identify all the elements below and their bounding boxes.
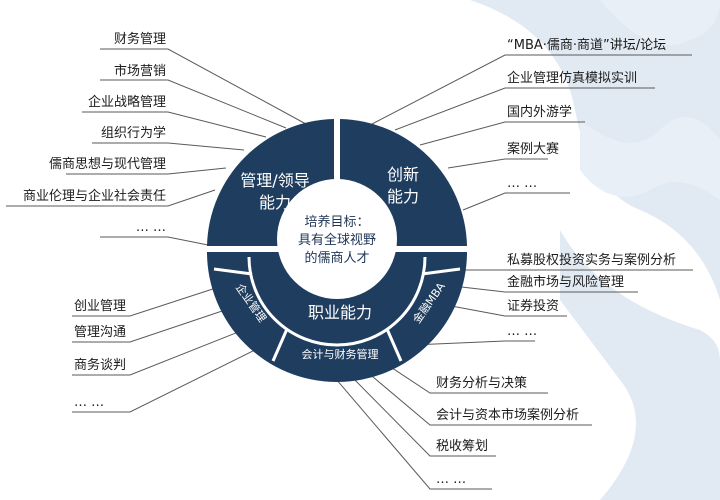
management-item: 企业战略管理 xyxy=(88,94,166,110)
finance-item: 私募股权投资实务与案例分析 xyxy=(507,252,676,268)
management-item: 财务管理 xyxy=(114,31,166,47)
segment-professional-label: 职业能力 xyxy=(308,303,372,322)
finance-item: 金融市场与风险管理 xyxy=(507,274,624,290)
enterprise-item: 创业管理 xyxy=(74,299,126,314)
management-item: 儒商思想与现代管理 xyxy=(49,156,166,172)
accounting-item: 税收筹划 xyxy=(436,438,488,454)
management-item: 组织行为学 xyxy=(101,125,166,141)
innovation-item: “MBA·儒商·商道”讲坛/论坛 xyxy=(507,38,666,53)
innovation-item: 企业管理仿真模拟实训 xyxy=(507,70,637,86)
management-item: … … xyxy=(136,220,166,235)
segment-professional xyxy=(207,252,467,382)
enterprise-item: … … xyxy=(74,395,104,410)
accounting-item: … … xyxy=(436,472,466,487)
center-goal-line3: 的儒商人才 xyxy=(304,250,369,266)
segment-accounting-label: 会计与财务管理 xyxy=(302,347,379,361)
finance-item: … … xyxy=(507,324,537,339)
accounting-item: 会计与资本市场案例分析 xyxy=(436,407,579,423)
management-item: 市场营销 xyxy=(114,63,166,79)
center-goal-circle xyxy=(277,179,397,299)
segment-management-line2: 能力 xyxy=(259,193,291,212)
enterprise-item: 管理沟通 xyxy=(74,325,126,340)
management-item: 商业伦理与企业社会责任 xyxy=(23,188,166,204)
segment-innovation-line1: 创新 xyxy=(387,165,419,184)
accounting-item: 财务分析与决策 xyxy=(436,375,527,391)
enterprise-item: 商务谈判 xyxy=(74,357,126,373)
innovation-item: 国内外游学 xyxy=(507,104,572,120)
center-goal-line1: 培养目标： xyxy=(304,214,369,230)
connector-lines xyxy=(6,48,693,490)
segment-innovation-line2: 能力 xyxy=(387,187,419,206)
competency-wheel xyxy=(207,119,467,382)
finance-item: 证券投资 xyxy=(507,298,559,314)
innovation-item: … … xyxy=(507,176,537,191)
background-watermark xyxy=(470,0,720,500)
segment-management-line1: 管理/领导 xyxy=(240,171,309,190)
center-goal-line2: 具有全球视野 xyxy=(298,232,376,248)
innovation-item: 案例大赛 xyxy=(507,141,559,157)
